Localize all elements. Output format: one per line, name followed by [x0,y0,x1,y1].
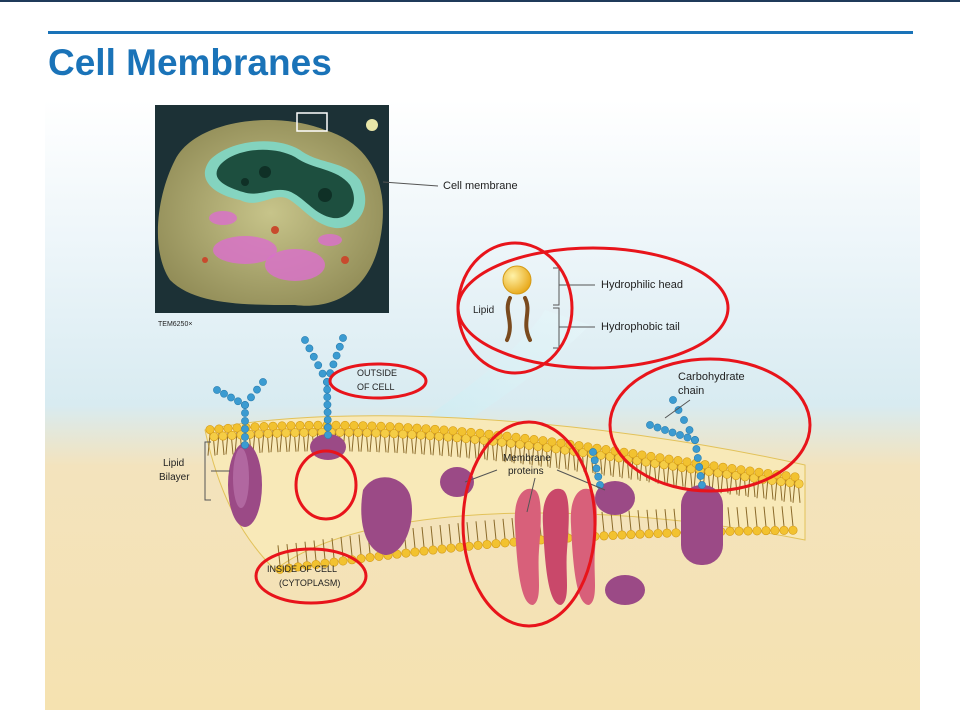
label-hydrophilic-head: Hydrophilic head [601,279,683,291]
label-hydrophobic-tail: Hydrophobic tail [601,321,680,333]
circle-inside [254,547,368,605]
tail-bracket [553,307,560,349]
protein-mid-left [361,477,413,555]
circle-carbohydrate [608,357,812,493]
circle-outside [328,362,428,400]
carbohydrate-chains [213,334,706,489]
label-inside-line2: (CYTOPLASM) [279,578,340,588]
zoom-box [296,112,328,132]
highlight-circles [254,241,812,628]
membrane-body [204,415,806,571]
circle-bilayer-segment [294,449,358,521]
circle-membrane-proteins [461,420,597,628]
top-border [0,0,960,2]
cell-membrane-diagram: TEM6250× Cell membrane Lipid [45,100,920,710]
title-rule [48,31,913,34]
label-bilayer-line2: Bilayer [159,472,190,483]
head-bracket [553,267,560,306]
bilayer-bracket [204,441,211,501]
circle-head-tail [456,246,730,370]
label-outside-line2: OF CELL [357,382,395,392]
label-outside-line1: OUTSIDE [357,368,397,378]
channel-protein [514,488,597,605]
protein-left [228,443,262,527]
label-carbohydrate-line2: chain [678,385,704,397]
label-membrane-proteins-line2: proteins [508,466,544,477]
micrograph-caption: TEM6250× [158,321,192,328]
cell-membrane-leader [382,181,439,187]
nucleus [216,149,354,219]
micrograph-panel [155,105,389,313]
label-inside-line1: INSIDE OF CELL [267,564,337,574]
label-cell-membrane: Cell membrane [443,180,518,192]
slide-title: Cell Membranes [48,42,332,83]
label-lipid: Lipid [473,305,494,316]
protein-right [681,485,723,565]
label-membrane-proteins-line1: Membrane [503,453,551,464]
label-bilayer-line1: Lipid [163,458,184,469]
label-carbohydrate-line1: Carbohydrate [678,371,745,383]
lipid-molecule [502,265,532,342]
